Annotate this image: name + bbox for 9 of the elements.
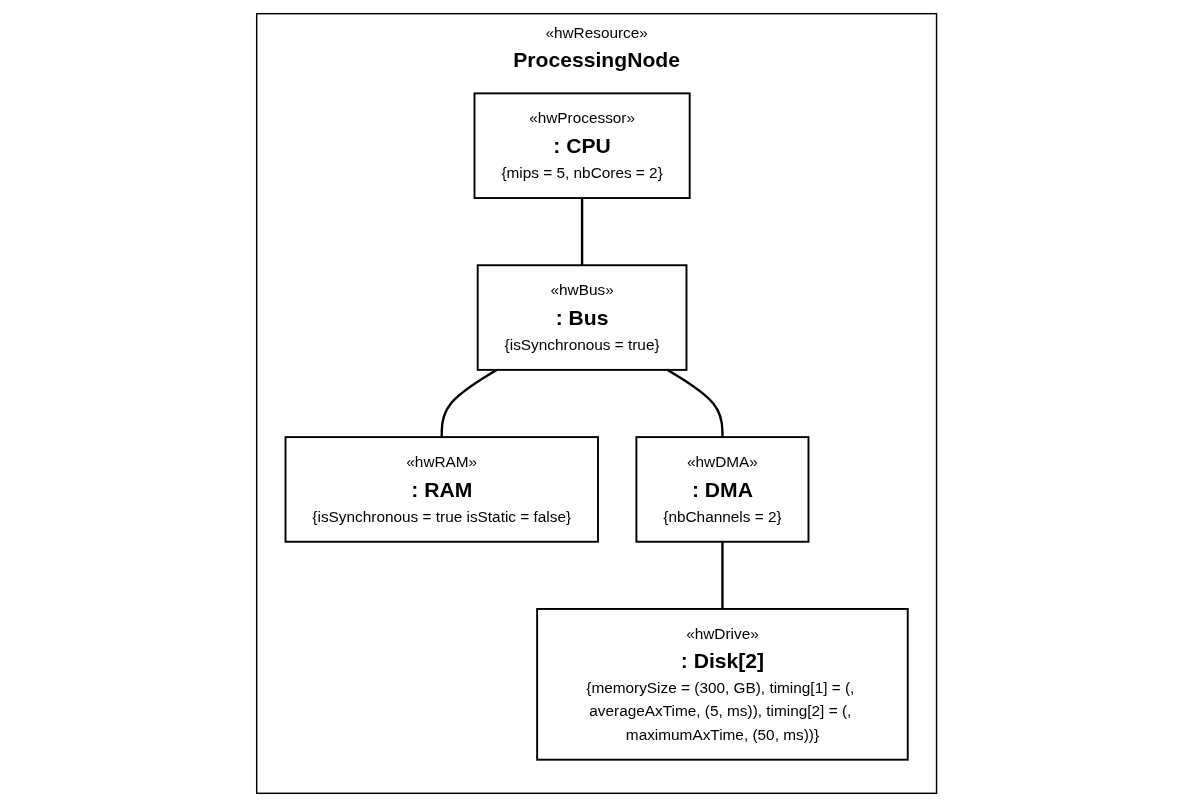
connector <box>667 368 724 438</box>
connector <box>440 368 498 438</box>
node-box: «hwDrive» : Disk[2] {memorySize = (300, GB), timing[1] = (, averageAxTime, (5, ms)), timing[2] = (, maximumAxTime, (50, ms))} <box>536 608 910 761</box>
node-box: «hwDMA» : DMA {nbChannels = 2} <box>635 436 810 543</box>
node-box: «hwBus» : Bus {isSynchronous = true} <box>477 264 688 371</box>
connector <box>581 198 584 266</box>
node-box: «hwProcessor» : CPU {mips = 5, nbCores = 2} <box>473 92 691 199</box>
node-box: «hwRAM» : RAM {isSynchronous = true isStatic = false} <box>284 436 600 543</box>
connector <box>721 541 724 609</box>
